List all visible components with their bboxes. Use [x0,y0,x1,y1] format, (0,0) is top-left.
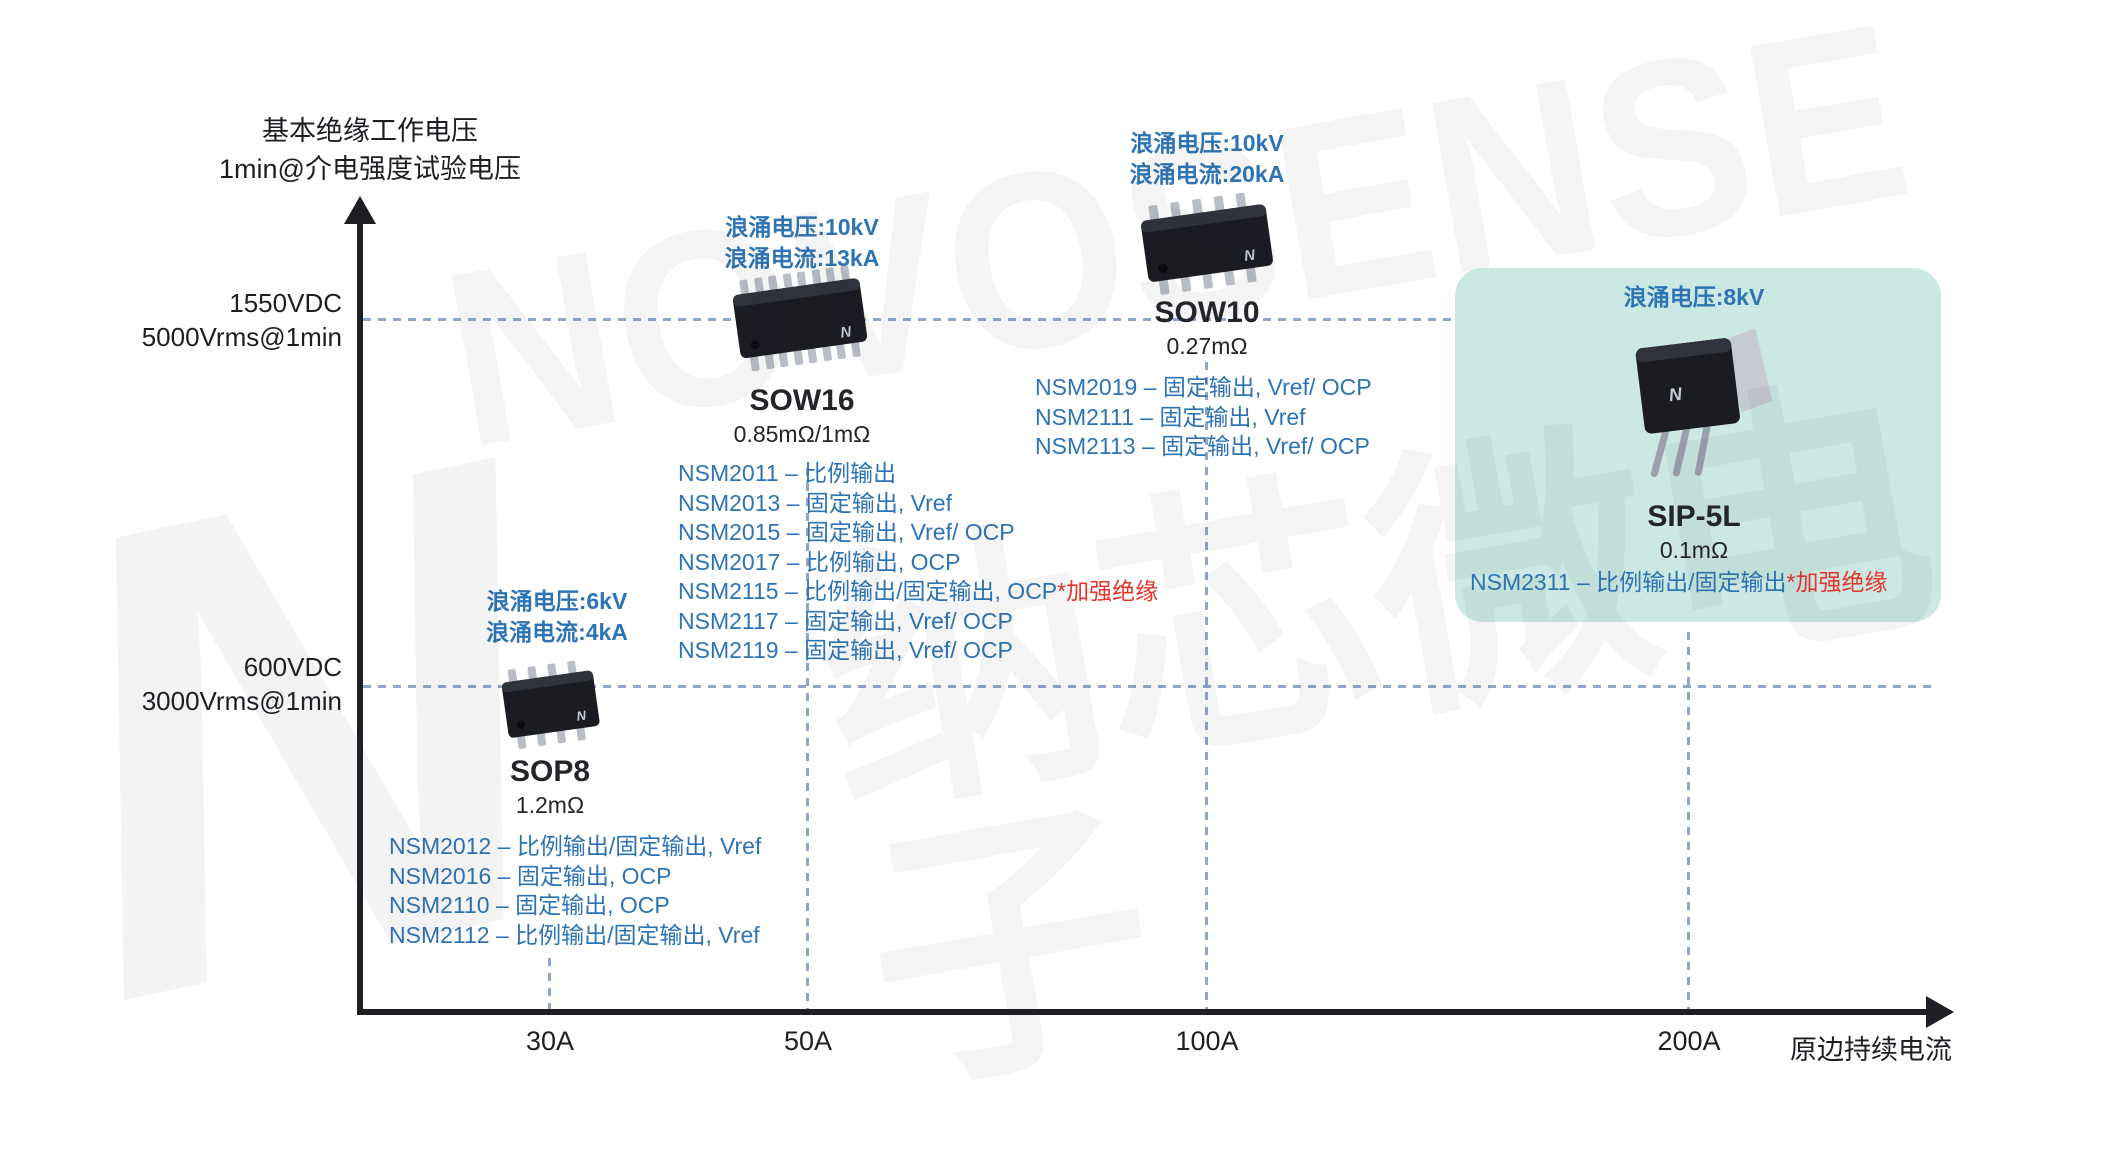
y-axis-arrow-icon [344,196,376,224]
sow16-package-name: SOW16 [749,384,855,417]
list-item: 浪涌电压:10kV [725,214,879,240]
y-axis-title-line2: 1min@介电强度试验电压 [219,154,521,184]
list-item: NSM2113 – 固定输出, Vref/ OCP [1035,433,1370,459]
sip5l-package-name: SIP-5L [1647,500,1741,533]
list-item: NSM2013 – 固定输出, Vref [678,489,952,516]
reinforced-insulation-note: *加强绝缘 [1057,578,1159,604]
list-item: NSM2117 – 固定输出, Vref/ OCP [678,607,1013,634]
sip5l-chip-image: N [1606,318,1786,493]
y-axis-title-line1: 基本绝缘工作电压 [262,116,478,146]
y-tick-1550vdc-rms: 5000Vrms@1min [141,322,342,352]
list-item: NSM2115 – 比例输出/固定输出, OCP*加强绝缘 [678,578,1159,604]
list-item: 浪涌电流:4kA [486,619,628,645]
y-axis-line [357,222,363,1015]
list-item: NSM2112 – 比例输出/固定输出, Vref [389,921,760,948]
sow16-surge-ratings: 浪涌电压:10kV 浪涌电流:13kA [662,212,942,274]
list-item: 浪涌电压:10kV [1130,130,1284,156]
sow10-package-name: SOW10 [1154,296,1260,329]
sop8-surge-ratings: 浪涌电压:6kV 浪涌电流:4kA [417,586,697,648]
x-tick-100a: 100A [1175,1026,1239,1056]
sip5l-resistance: 0.1mΩ [1659,537,1729,563]
list-item: NSM2119 – 固定输出, Vref/ OCP [678,637,1013,663]
sow10-chip-image: N [1118,178,1298,313]
y-tick-600vdc-rms: 3000Vrms@1min [141,686,342,716]
list-item: 浪涌电流:20kA [1129,161,1285,187]
sow10-model-list: NSM2019 – 固定输出, Vref/ OCP NSM2111 – 固定输出,… [1035,373,1372,462]
sow16-chip-image: N [712,248,892,393]
sow10-surge-ratings: 浪涌电压:10kV 浪涌电流:20kA [1067,128,1347,190]
svg-text:N: N [839,323,853,342]
list-item: NSM2012 – 比例输出/固定输出, Vref [389,833,762,859]
sop8-resistance: 1.2mΩ [515,792,585,818]
list-item: NSM2110 – 固定输出, OCP [389,892,670,918]
y-tick-1550vdc: 1550VDC 5000Vrms@1min [52,286,342,354]
sip5l-highlight-panel [1455,268,1941,622]
y-tick-600vdc-voltage: 600VDC [243,652,342,682]
sow10-resistance: 0.27mΩ [1166,333,1248,359]
sip5l-model-list: NSM2311 – 比例输出/固定输出*加强绝缘 [1470,568,1887,598]
gridline-100a [1205,362,1208,1010]
y-tick-1550vdc-voltage: 1550VDC [229,288,342,318]
x-axis-title: 原边持续电流 [1790,1035,1952,1065]
list-item: NSM2015 – 固定输出, Vref/ OCP [678,519,1015,545]
list-item: 浪涌电压:8kV [1623,284,1765,310]
list-item: NSM2111 – 固定输出, Vref [1035,403,1306,430]
x-axis-line [357,1009,1930,1015]
list-item: NSM2019 – 固定输出, Vref/ OCP [1035,374,1372,400]
gridline-50a [806,468,809,1010]
list-item: 浪涌电压:6kV [486,588,628,614]
list-item: NSM2016 – 固定输出, OCP [389,862,672,889]
svg-text:N: N [1243,247,1257,266]
x-tick-200a: 200A [1657,1026,1721,1056]
reinforced-insulation-note: *加强绝缘 [1786,569,1888,595]
x-tick-30a: 30A [525,1026,575,1056]
sop8-chip-image: N [482,642,622,762]
list-item: 浪涌电流:13kA [724,245,880,271]
x-tick-50a: 50A [783,1026,833,1056]
svg-text:N: N [1668,384,1684,406]
y-tick-600vdc: 600VDC 3000Vrms@1min [52,650,342,718]
gridline-200a [1687,632,1690,1010]
gridline-1550vdc [363,318,1455,321]
sip5l-surge-ratings: 浪涌电压:8kV [1554,282,1834,313]
list-item: NSM2011 – 比例输出 [678,460,897,486]
list-item: NSM2017 – 比例输出, OCP [678,548,961,575]
gridline-600vdc [363,685,1936,688]
gridline-30a [548,958,551,1010]
sow16-resistance: 0.85mΩ/1mΩ [733,421,871,447]
y-axis-title: 基本绝缘工作电压 1min@介电强度试验电压 [150,112,590,188]
svg-text:N: N [576,707,588,723]
list-item: NSM2311 – 比例输出/固定输出*加强绝缘 [1470,569,1888,595]
sop8-package-name: SOP8 [509,755,591,788]
x-axis-arrow-icon [1926,996,1954,1028]
